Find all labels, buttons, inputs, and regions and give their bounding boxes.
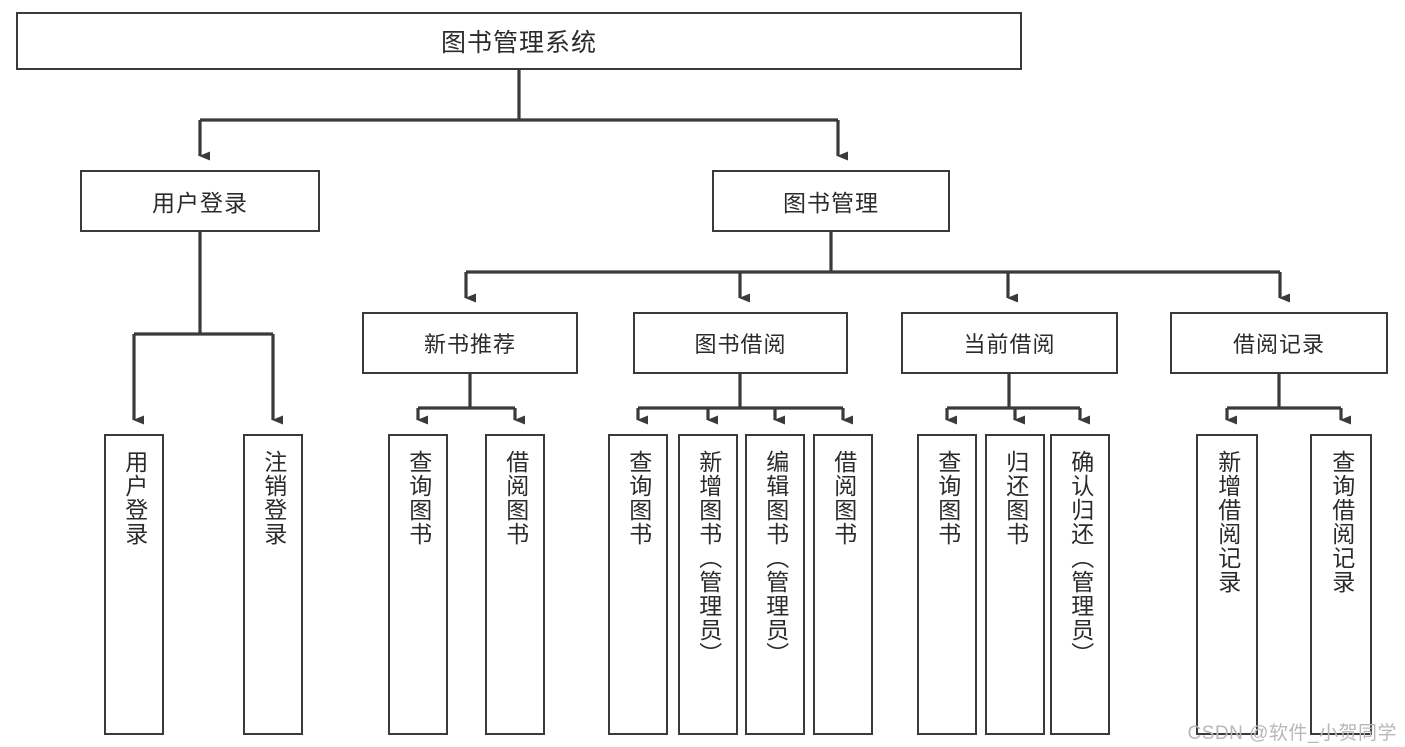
- node-new-book-recommend-label: 新书推荐: [423, 332, 516, 357]
- node-leaf-borrow-book-b[interactable]: 借阅图书: [813, 434, 873, 735]
- node-leaf-query-borrow-record[interactable]: 查询借阅记录: [1310, 434, 1372, 735]
- node-book-manage-label: 图书管理: [783, 190, 879, 216]
- node-new-book-recommend[interactable]: 新书推荐: [362, 312, 578, 374]
- node-leaf-edit-book-label: 编辑图书（管理员）: [762, 450, 789, 666]
- node-leaf-query-book-a-label: 查询图书: [405, 450, 432, 546]
- node-leaf-return-book-label: 归还图书: [1002, 450, 1029, 546]
- node-leaf-add-borrow-record-label: 新增借阅记录: [1214, 450, 1241, 594]
- node-current-borrow-label: 当前借阅: [963, 332, 1056, 357]
- node-leaf-add-borrow-record[interactable]: 新增借阅记录: [1196, 434, 1258, 735]
- node-book-borrow-label: 图书借阅: [694, 332, 787, 357]
- node-leaf-borrow-book-a-label: 借阅图书: [502, 450, 529, 546]
- node-leaf-return-book[interactable]: 归还图书: [985, 434, 1045, 735]
- node-leaf-query-book-b-label: 查询图书: [625, 450, 652, 546]
- node-leaf-borrow-book-b-label: 借阅图书: [830, 450, 857, 546]
- node-root-label: 图书管理系统: [440, 29, 597, 57]
- node-leaf-logout[interactable]: 注销登录: [243, 434, 303, 735]
- node-leaf-confirm-return-label: 确认归还（管理员）: [1067, 450, 1094, 666]
- node-leaf-add-book-label: 新增图书（管理员）: [695, 450, 722, 666]
- node-leaf-add-book[interactable]: 新增图书（管理员）: [678, 434, 738, 735]
- node-leaf-logout-label: 注销登录: [260, 450, 287, 546]
- node-leaf-query-book-c-label: 查询图书: [934, 450, 961, 546]
- node-leaf-query-book-b[interactable]: 查询图书: [608, 434, 668, 735]
- node-book-manage[interactable]: 图书管理: [712, 170, 950, 232]
- node-book-borrow[interactable]: 图书借阅: [633, 312, 848, 374]
- node-user-login-label: 用户登录: [152, 190, 248, 216]
- node-leaf-query-book-c[interactable]: 查询图书: [917, 434, 977, 735]
- node-root[interactable]: 图书管理系统: [16, 12, 1022, 70]
- node-borrow-record[interactable]: 借阅记录: [1170, 312, 1388, 374]
- node-leaf-query-book-a[interactable]: 查询图书: [388, 434, 448, 735]
- node-leaf-user-login-label: 用户登录: [121, 450, 148, 546]
- node-leaf-edit-book[interactable]: 编辑图书（管理员）: [745, 434, 805, 735]
- node-leaf-confirm-return[interactable]: 确认归还（管理员）: [1050, 434, 1110, 735]
- node-leaf-borrow-book-a[interactable]: 借阅图书: [485, 434, 545, 735]
- node-user-login[interactable]: 用户登录: [80, 170, 320, 232]
- node-leaf-user-login[interactable]: 用户登录: [104, 434, 164, 735]
- node-current-borrow[interactable]: 当前借阅: [901, 312, 1118, 374]
- watermark: CSDN @软件_小贺同学: [1187, 723, 1397, 744]
- node-borrow-record-label: 借阅记录: [1232, 332, 1325, 357]
- node-leaf-query-borrow-record-label: 查询借阅记录: [1328, 450, 1355, 594]
